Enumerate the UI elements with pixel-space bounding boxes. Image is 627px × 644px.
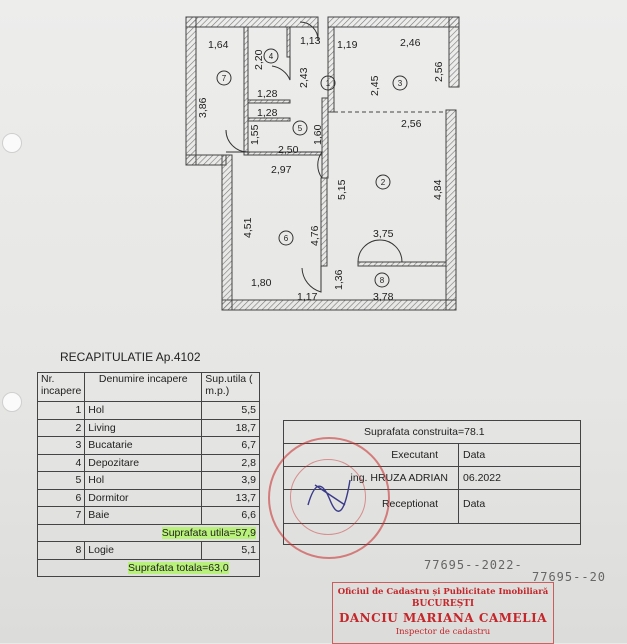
dimension-label: 1,55 [249,124,261,145]
dimension-label: 4,76 [309,225,321,246]
recap-title: RECAPITULATIE Ap.4102 [60,350,201,364]
header-nr: Nr. incapere [36,372,86,402]
room-number: 2 [381,178,386,187]
dimension-label: 1,36 [333,269,345,290]
dimension-label: 1,28 [257,88,278,100]
wall [247,151,323,156]
dimension-label: 2,20 [253,49,265,70]
handwritten-number: 77695--2022- [424,558,523,572]
dimension-label: 2,56 [433,61,445,82]
dimension-label: 1,19 [337,39,358,51]
room-number: 3 [398,79,403,88]
door-arc [299,21,319,41]
recap-table: Nr. incapere Denumire incapere Sup.utila… [36,372,260,577]
header-name: Denumire incapere [84,372,203,402]
room-number: 8 [380,276,385,285]
wall [221,154,233,311]
door-arc [357,239,403,263]
suprafata-totala: Suprafata totala=63,0 [128,561,229,574]
table-row: Suprafata utila=57,9 [37,523,260,542]
handwritten-number: 77695--20 [532,570,607,584]
dimension-label: 1,13 [300,35,321,47]
door-arc [271,57,291,81]
suprafata-utila: Suprafata utila=57,9 [161,526,256,539]
dimension-label: 2,50 [278,144,299,156]
door-arc [301,266,322,293]
wall [286,26,291,58]
surveyor-stamp-inner [290,459,366,535]
room-number: 1 [326,79,331,88]
wall [247,99,291,104]
dimension-label: 1,80 [251,277,272,289]
header-area: Sup.utila ( m.p.) [201,372,260,402]
wall [185,154,227,166]
punch-hole [2,392,22,412]
dimension-label: 1,64 [208,39,229,51]
dimension-label: 4,51 [242,217,254,238]
dimension-label: 5,15 [336,179,348,200]
dimension-label: 3,78 [373,291,394,303]
table-row: Suprafata totala=63,0 [37,558,260,577]
dimension-label: 2,45 [369,75,381,96]
executant-date: 06.2022 [458,466,581,490]
room-number: 6 [284,234,289,243]
wall [320,177,328,267]
data-label-2: Data [458,489,581,524]
wall [327,26,335,113]
door-arc [300,151,323,179]
room-number: 5 [298,124,303,133]
room-number: 4 [269,52,274,61]
dimension-label: 3,86 [197,97,209,118]
wall [243,26,249,156]
punch-hole [2,133,22,153]
dimension-label: 2,97 [271,164,292,176]
dimension-label: 2,43 [298,67,310,88]
wall [448,16,460,88]
dimension-label: 2,46 [400,37,421,49]
surveyor-stamp [268,437,390,559]
dimension-label: 1,28 [257,107,278,119]
dimension-label: 2,56 [401,118,422,130]
dimension-label: 3,75 [373,228,394,240]
wall [247,117,291,122]
ocpi-stamp: Oficiul de Cadastru și Publicitate Imobi… [332,582,554,644]
room-number: 7 [222,74,227,83]
dimension-label: 4,84 [432,179,444,200]
dimension-label: 1,17 [297,291,318,303]
door-arc [225,129,249,153]
dimension-label: 1,60 [312,124,324,145]
